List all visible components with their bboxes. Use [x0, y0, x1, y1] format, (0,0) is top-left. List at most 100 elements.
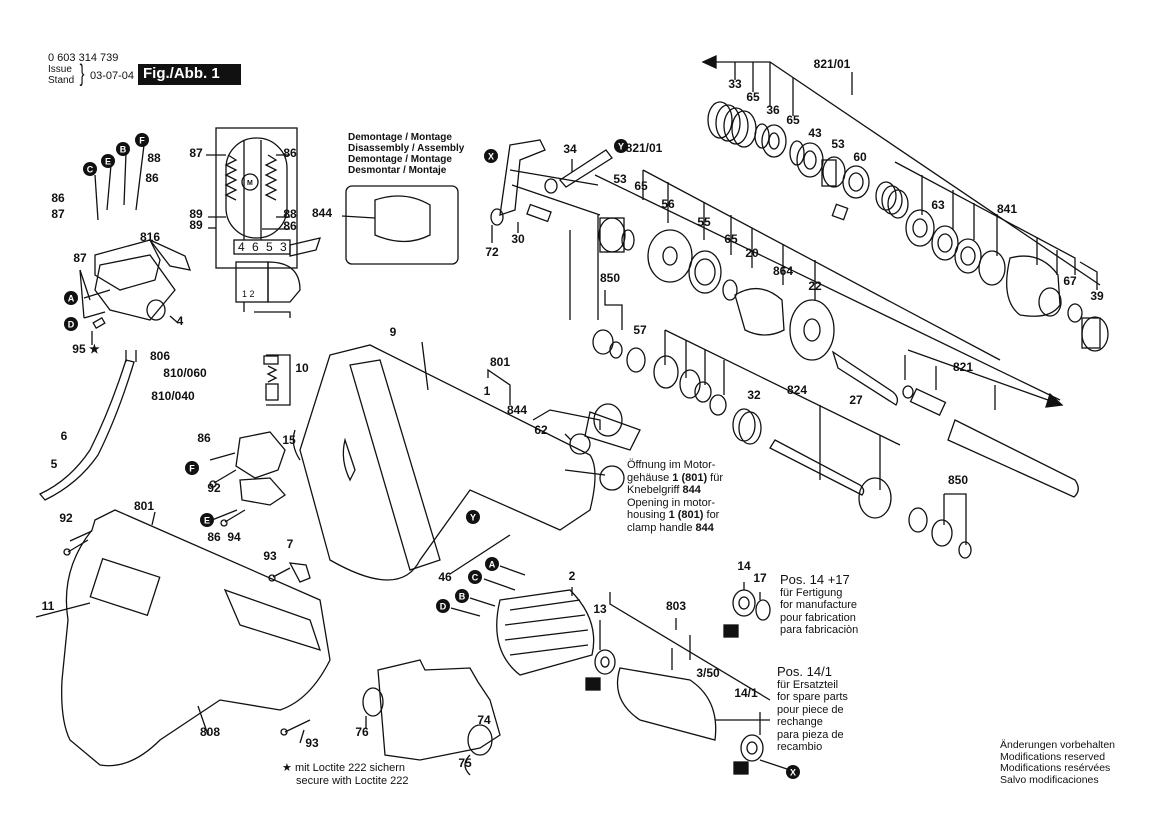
part-label-13: 13	[593, 602, 607, 616]
clutch-20	[734, 288, 785, 336]
note-line: Disassembly / Assembly	[348, 143, 465, 154]
note-line: para fabricaciòn	[780, 624, 859, 636]
motor-symbol	[241, 173, 259, 191]
part-label-92: 92	[59, 511, 73, 525]
part-label-850: 850	[600, 271, 620, 285]
svg-text:B: B	[459, 592, 466, 602]
part-label-11: 11	[42, 599, 55, 613]
note-line: Demontage / Montage	[348, 132, 452, 143]
note-line: für Ersatzteil	[777, 678, 839, 691]
callout-marker-f: F	[185, 461, 199, 475]
note-line: Modifications resérvées	[1000, 762, 1111, 774]
part-label-39: 39	[1090, 289, 1104, 303]
part-label-20: 20	[745, 246, 759, 260]
note-line: ★ mit Loctite 222 sichern	[282, 762, 405, 774]
note-line: clamp handle 844	[627, 521, 714, 534]
part-label-14-1: 14/1	[734, 686, 758, 700]
svg-text:F: F	[189, 464, 195, 474]
note-title: Pos. 14 +17	[780, 572, 850, 587]
part-label-88: 88	[283, 207, 297, 221]
callout-marker-a: A	[485, 557, 499, 571]
note-line: rechange	[777, 716, 823, 728]
note-line: pour fabrication	[780, 611, 856, 624]
part-label-57: 57	[633, 323, 647, 337]
part-label-810-060: 810/060	[163, 366, 207, 380]
callout-marker-x: X	[484, 149, 498, 163]
part-label-86: 86	[207, 530, 221, 544]
callout-marker-c: C	[83, 162, 97, 176]
part-label-3-50: 3/50	[696, 666, 720, 680]
part-label-76: 76	[355, 725, 369, 739]
issue-label-de: Stand	[48, 75, 75, 86]
note-line: Demontage / Montage	[348, 154, 452, 165]
callout-marker-b: B	[116, 142, 130, 156]
switch-terminals: 1 2	[242, 289, 255, 299]
motor-housing-1	[299, 344, 596, 581]
svg-text:A: A	[489, 560, 496, 570]
callout-marker-y: Y	[466, 510, 480, 524]
part-label-53: 53	[613, 172, 627, 186]
chuck-sleeve	[1006, 255, 1061, 317]
part-label-89: 89	[189, 218, 203, 232]
part-label-93: 93	[263, 549, 277, 563]
bracket-821-01-top	[710, 61, 1101, 286]
part-label-55: 55	[697, 215, 711, 229]
part-label-36: 36	[766, 103, 780, 117]
note-line: Opening in motor-	[627, 496, 716, 509]
note-title: Pos. 14/1	[777, 664, 832, 679]
part-label-844: 844	[312, 206, 332, 220]
part-label-821-01: 821/01	[626, 141, 663, 155]
part-label-93: 93	[305, 736, 319, 750]
part-label-95-: 95 ★	[72, 342, 100, 356]
callout-marker-y: Y	[614, 139, 628, 153]
opening-note: Öffnung im Motor- gehäuse 1 (801) für Kn…	[627, 459, 723, 534]
note-line: Öffnung im Motor-	[627, 459, 716, 471]
callout-marker-d: D	[64, 317, 78, 331]
pos-14-1-note: Pos. 14/1 für Ersatzteil for spare parts…	[777, 664, 848, 754]
part-label-88: 88	[147, 151, 161, 165]
gasket	[377, 659, 501, 761]
part-label-1: 1	[484, 384, 491, 398]
part-label-94: 94	[227, 530, 241, 544]
part-label-821-01: 821/01	[814, 57, 851, 71]
part-label-850: 850	[948, 473, 968, 487]
note-line: Modifications reserved	[1000, 750, 1106, 763]
issue-label-en: Issue	[48, 64, 72, 75]
motor-label: M	[247, 180, 253, 187]
svg-text:E: E	[105, 157, 111, 167]
part-label-803: 803	[666, 599, 686, 613]
terminal-4: 4	[238, 240, 245, 254]
part-label-86: 86	[145, 171, 159, 185]
part-label-53: 53	[831, 137, 845, 151]
issue-label: Issue Stand	[48, 64, 74, 86]
note-line: Änderungen vorbehalten	[1000, 739, 1116, 751]
callout-marker-e: E	[101, 154, 115, 168]
terminal-6: 6	[252, 240, 259, 254]
callout-marker-f: F	[135, 133, 149, 147]
part-label-62: 62	[534, 423, 548, 437]
part-label-92: 92	[207, 481, 221, 495]
part-label-87: 87	[189, 146, 203, 160]
part-label-22: 22	[808, 279, 822, 293]
callout-marker-x: X	[786, 765, 800, 779]
svg-text:D: D	[440, 602, 447, 612]
part-label-9: 9	[390, 325, 397, 339]
part-label-15: 15	[282, 433, 296, 447]
part-label-87: 87	[51, 207, 65, 221]
note-line: housing 1 (801) for	[627, 509, 720, 521]
note-line: secure with Loctite 222	[296, 774, 409, 787]
svg-text:B: B	[120, 145, 127, 155]
part-number: 0 603 314 739	[48, 52, 119, 64]
issue-date: 03-07-04	[90, 70, 135, 82]
svg-text:Y: Y	[618, 142, 624, 152]
part-label-67: 67	[1063, 274, 1077, 288]
callout-marker-a: A	[64, 291, 78, 305]
housing-801-left	[61, 509, 331, 767]
part-label-6: 6	[61, 429, 68, 443]
part-label-56: 56	[661, 197, 675, 211]
note-line: Knebelgriff 844	[627, 484, 701, 496]
part-label-844: 844	[507, 403, 527, 417]
part-label-34: 34	[563, 142, 577, 156]
